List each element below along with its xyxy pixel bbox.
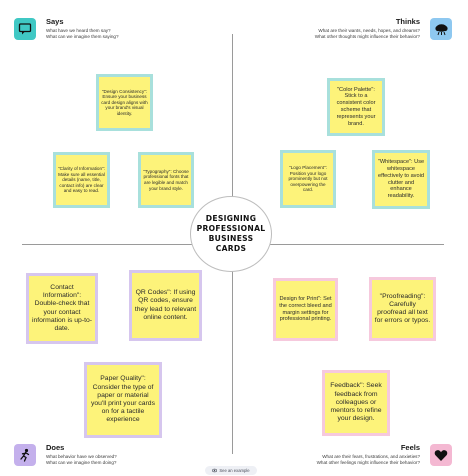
thinks-prompt-1: What are their wants, needs, hopes, and … [318,28,420,33]
note-text: Paper Quality": Consider the type of pap… [90,375,155,424]
topic-circle: DESIGNING PROFESSIONAL BUSINESS CARDS [190,196,272,272]
feels-prompt-1: What are their fears, frustrations, and … [322,454,420,459]
speech-bubble-icon [14,18,36,40]
sticky-note-typography[interactable]: "Typography": Choose professional fonts … [138,152,194,208]
note-text: "Color Palette": Stick to a consistent c… [336,86,376,127]
sticky-note-proofreading[interactable]: "Proofreading": Carefully proofread all … [369,277,436,341]
sticky-note-feedback[interactable]: Feedback": Seek feedback from colleagues… [322,370,390,436]
does-prompt-2: What can we imagine them doing? [46,460,117,465]
note-text: Design for Print": Set the correct bleed… [279,295,332,323]
note-text: Contact Information": Double-check that … [31,283,93,332]
note-text: "Design Consistency": Ensure your busine… [101,88,148,116]
note-text: "Clarity of Information": Make sure all … [58,166,105,194]
does-prompt-1: What behavior have we observed? [46,454,117,459]
note-text: "Proofreading": Carefully proofread all … [374,292,431,325]
thinks-title: Thinks [395,17,420,26]
says-title: Says [46,17,64,26]
sticky-note-design-consistency[interactable]: "Design Consistency": Ensure your busine… [96,74,153,131]
note-text: Feedback": Seek feedback from colleagues… [330,382,382,423]
eye-icon [212,468,218,473]
topic-title: DESIGNING PROFESSIONAL BUSINESS CARDS [196,214,266,253]
sticky-note-logo-placement[interactable]: "Logo Placement": Position your logo pro… [280,150,336,208]
sticky-note-clarity-of-information[interactable]: "Clarity of Information": Make sure all … [53,152,110,208]
see-example-label: See an example [219,468,250,473]
feels-prompt-2: What other feelings might influence thei… [316,460,420,465]
sticky-note-design-for-print[interactable]: Design for Print": Set the correct bleed… [273,278,338,341]
sticky-note-color-palette[interactable]: "Color Palette": Stick to a consistent c… [327,78,385,136]
sticky-note-qr-codes[interactable]: QR Codes": If using QR codes, ensure the… [129,270,202,341]
sticky-note-whitespace[interactable]: "Whitespace": Use whitespace effectively… [372,150,430,209]
note-text: "Whitespace": Use whitespace effectively… [377,159,425,200]
feels-title: Feels [400,443,420,452]
note-text: "Logo Placement": Position your logo pro… [288,165,328,193]
note-text: QR Codes": If using QR codes, ensure the… [134,289,197,321]
see-example-button[interactable]: See an example [205,466,257,475]
note-text: "Typography": Choose professional fonts … [143,168,189,191]
running-person-icon [14,444,36,466]
says-prompt-1: What have we heard them say? [46,28,111,33]
heart-icon [430,444,452,466]
thought-cloud-icon [430,18,452,40]
thinks-prompt-2: What other thoughts might influence thei… [314,34,420,39]
sticky-note-paper-quality[interactable]: Paper Quality": Consider the type of pap… [84,362,162,438]
does-title: Does [46,443,65,452]
sticky-note-contact-information[interactable]: Contact Information": Double-check that … [26,273,98,344]
says-prompt-2: What can we imagine them saying? [46,34,119,39]
